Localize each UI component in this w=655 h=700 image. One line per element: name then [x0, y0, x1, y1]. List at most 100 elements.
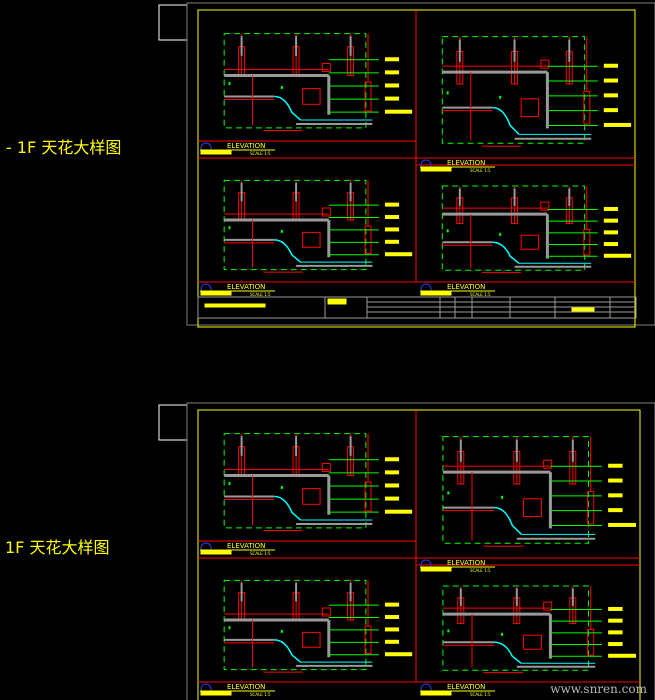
panel-scale: SCALE 1:5 — [250, 151, 271, 156]
annotation-label — [384, 457, 400, 462]
joist-section-icon — [543, 459, 553, 469]
panel-subtitle-block — [200, 150, 232, 155]
sheet-border — [186, 2, 655, 326]
panel-title: ELEVATION — [227, 683, 265, 691]
panel-subtitle-block — [420, 291, 452, 296]
panel-subtitle-block — [200, 691, 232, 696]
light-fixture-icon — [520, 98, 540, 118]
annotation-label — [608, 463, 623, 468]
drawing-number — [571, 307, 595, 312]
annotation-label — [608, 493, 623, 498]
annotation-label — [384, 215, 400, 220]
joist-section-icon — [540, 201, 550, 211]
dimension-tick — [228, 226, 231, 230]
cornice-molding — [494, 641, 522, 664]
panel-scale: SCALE 1:5 — [250, 692, 271, 697]
annotation-label — [608, 653, 637, 658]
dimension-tick — [280, 629, 283, 633]
dimension-boundary — [223, 179, 367, 271]
cornice-molding — [492, 106, 520, 135]
annotation-label — [384, 509, 413, 514]
panel-title: ELEVATION — [447, 283, 485, 291]
annotation-label — [384, 652, 413, 657]
dimension-tick — [447, 629, 450, 633]
annotation-label — [603, 230, 618, 235]
annotation-label — [384, 96, 400, 101]
dimension-tick — [447, 491, 450, 495]
annotation-label — [384, 627, 400, 632]
dimension-tick — [280, 485, 283, 489]
joist-section-icon — [543, 601, 553, 611]
sheet-border — [186, 402, 655, 700]
dimension-tick — [501, 632, 504, 636]
panel-scale: SCALE 1:5 — [470, 168, 491, 173]
annotation-label — [384, 602, 400, 607]
joist-section-icon — [321, 207, 331, 217]
annotation-label — [384, 470, 400, 475]
annotation-label — [608, 478, 623, 483]
annotation-label — [608, 606, 623, 611]
annotation-label — [384, 70, 400, 75]
dimension-boundary — [223, 579, 367, 671]
annotation-label — [603, 78, 618, 83]
panel-title: ELEVATION — [447, 559, 485, 567]
annotation-label — [603, 206, 618, 211]
panel-scale: SCALE 1:5 — [470, 692, 491, 697]
annotation-label — [603, 108, 618, 113]
annotation-label — [603, 218, 618, 223]
annotation-label — [608, 618, 623, 623]
annotation-label — [384, 202, 400, 207]
annotation-label — [603, 93, 618, 98]
title-block-name — [204, 303, 266, 308]
light-fixture-icon — [523, 634, 542, 650]
sheet-label-1: - 1F 天花大样图 — [6, 138, 122, 157]
annotation-label — [384, 57, 400, 62]
joist-section-icon — [321, 63, 331, 72]
panel-subtitle-block — [200, 550, 232, 555]
cornice-molding — [492, 241, 520, 264]
dimension-tick — [499, 95, 502, 99]
panel-title: ELEVATION — [227, 283, 265, 291]
annotation-label — [384, 227, 400, 232]
dimension-boundary — [223, 33, 367, 129]
light-fixture-icon — [302, 231, 321, 248]
annotation-label — [384, 252, 413, 257]
panel-subtitle-block — [420, 567, 452, 572]
panel-title: ELEVATION — [447, 683, 485, 691]
annotation-label — [384, 109, 413, 114]
cornice-molding — [274, 239, 301, 263]
company-logo — [327, 298, 347, 305]
dimension-boundary — [223, 433, 367, 529]
annotation-label — [603, 242, 618, 247]
cornice-molding — [494, 506, 522, 535]
joist-section-icon — [321, 607, 331, 617]
annotation-label — [603, 253, 632, 258]
annotation-label — [608, 630, 623, 635]
panel-scale: SCALE 1:5 — [470, 292, 491, 297]
joist-section-icon — [321, 463, 331, 472]
dimension-tick — [501, 495, 504, 499]
panel-scale: SCALE 1:5 — [250, 292, 271, 297]
annotation-label — [384, 239, 400, 244]
panel-subtitle-block — [420, 691, 452, 696]
panel-subtitle-block — [420, 167, 452, 172]
dimension-tick — [280, 229, 283, 233]
sheet-label-2: 1F 天花大样图 — [5, 538, 110, 557]
dimension-tick — [228, 482, 231, 486]
annotation-label — [608, 642, 623, 647]
annotation-label — [603, 122, 632, 127]
light-fixture-icon — [302, 88, 321, 105]
panel-scale: SCALE 1:5 — [470, 568, 491, 573]
dimension-tick — [499, 232, 502, 236]
panel-scale: SCALE 1:5 — [250, 551, 271, 556]
cornice-molding — [274, 639, 301, 663]
annotation-label — [603, 63, 618, 68]
panel-subtitle-block — [200, 291, 232, 296]
dimension-tick — [280, 85, 283, 89]
light-fixture-icon — [302, 488, 321, 505]
light-fixture-icon — [520, 234, 540, 250]
dimension-tick — [446, 91, 449, 95]
